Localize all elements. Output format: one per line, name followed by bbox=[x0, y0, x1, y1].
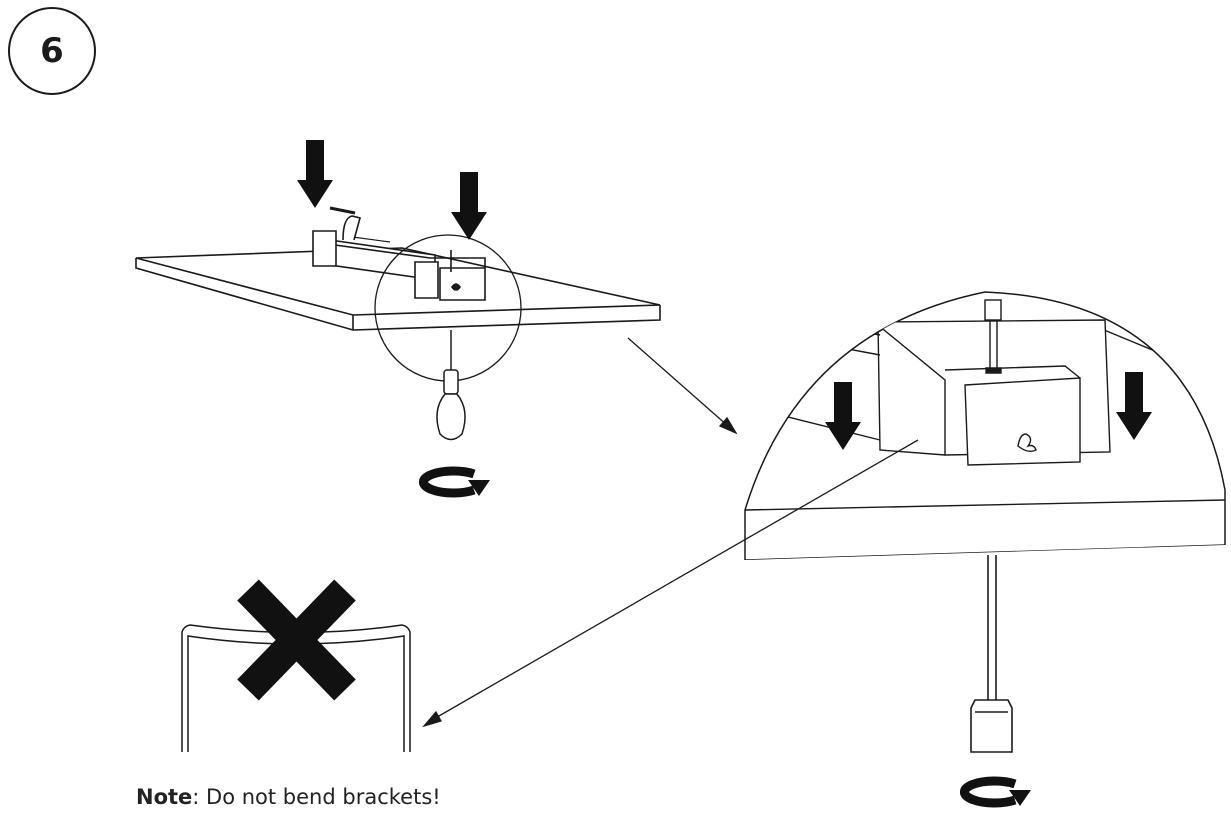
rotate-arrowhead bbox=[468, 480, 490, 496]
zoom-pointer-arrow bbox=[627, 337, 738, 435]
down-arrow-icon bbox=[1116, 372, 1152, 440]
note-message: : Do not bend brackets! bbox=[192, 785, 441, 809]
step-number: 6 bbox=[40, 31, 64, 71]
rotate-arrowhead bbox=[1009, 790, 1031, 806]
rotate-clockwise-icon bbox=[418, 466, 476, 498]
x-mark-icon bbox=[237, 579, 356, 701]
warning-pointer-arrow bbox=[422, 439, 919, 728]
step-number-badge: 6 bbox=[8, 7, 96, 95]
down-arrow-icon bbox=[297, 140, 333, 208]
tabletop-overview bbox=[135, 206, 661, 331]
down-arrow-icon bbox=[825, 382, 861, 450]
rotate-clockwise-icon bbox=[959, 776, 1017, 808]
zoom-detail bbox=[744, 291, 1226, 753]
screwdriver-large bbox=[970, 555, 1013, 753]
note-label: Note bbox=[136, 785, 193, 809]
down-arrow-icon bbox=[451, 172, 487, 240]
screwdriver-small bbox=[436, 330, 466, 441]
note-text: Note: Do not bend brackets! bbox=[136, 785, 441, 809]
